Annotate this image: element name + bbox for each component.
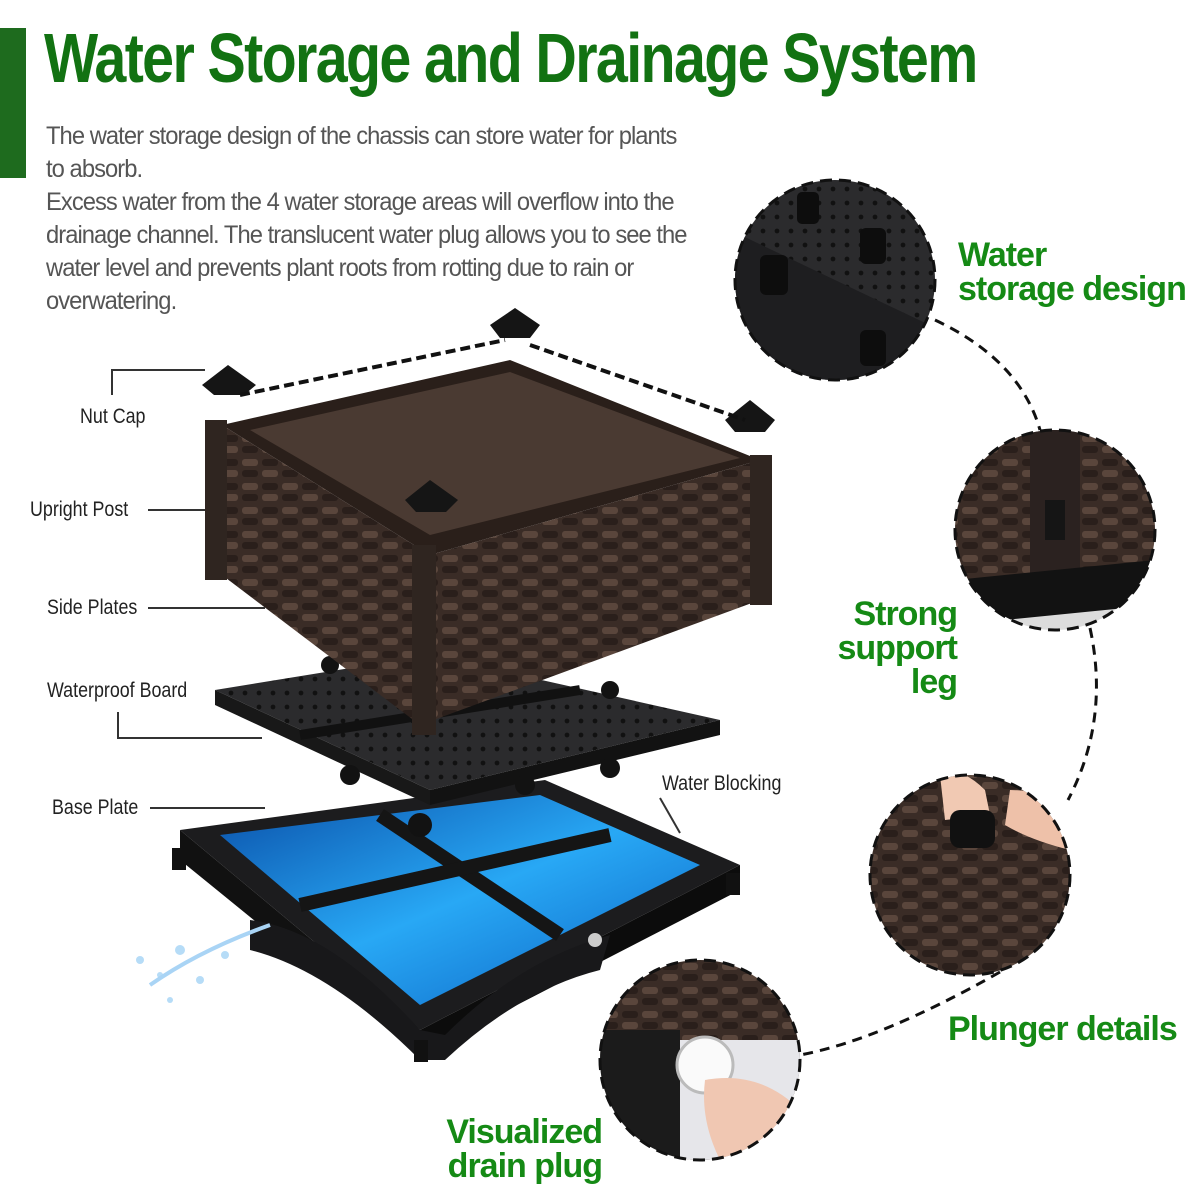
label-side-plates: Side Plates	[47, 596, 138, 619]
label-upright-post: Upright Post	[30, 498, 129, 521]
accent-bar	[0, 28, 26, 178]
callout-support-leg-line1: Strong	[853, 595, 958, 633]
label-leaders	[111, 369, 681, 834]
callout-support-leg: Strong support leg	[795, 595, 958, 701]
base-plate-graphic	[172, 780, 740, 1062]
label-waterproof-board: Waterproof Board	[47, 679, 188, 702]
label-base-plate: Base Plate	[52, 796, 139, 819]
callout-drain-plug: Visualized drain plug	[437, 1113, 603, 1185]
description: The water storage design of the chassis …	[46, 120, 692, 318]
callout-drain-plug-line2: drain plug	[447, 1147, 603, 1185]
detail-circle-drain-plug	[598, 958, 802, 1162]
detail-circle-water-storage	[733, 178, 937, 382]
dashed-connectors	[799, 318, 1098, 1057]
label-water-blocking: Water Blocking	[662, 772, 782, 795]
callout-water-storage-line2: storage design	[958, 270, 1187, 308]
description-paragraph-2: Excess water from the 4 water storage ar…	[46, 188, 688, 315]
callout-water-storage-line1: Water	[958, 236, 1047, 274]
description-paragraph-1: The water storage design of the chassis …	[46, 122, 677, 183]
callout-water-storage: Water storage design	[958, 236, 1187, 308]
callout-drain-plug-line1: Visualized	[446, 1113, 603, 1151]
waterproof-board-graphic	[215, 655, 720, 837]
callout-plunger: Plunger details	[948, 1010, 1178, 1048]
page-title: Water Storage and Drainage System	[44, 19, 978, 97]
callout-plunger-line1: Plunger details	[948, 1010, 1178, 1048]
wicker-box-graphic	[202, 308, 775, 735]
detail-circle-support-leg	[953, 428, 1157, 632]
callout-support-leg-line2: support leg	[837, 629, 958, 701]
water-splash-graphic	[136, 923, 271, 1003]
detail-circle-plunger	[868, 773, 1072, 977]
label-nut-cap: Nut Cap	[80, 405, 146, 428]
